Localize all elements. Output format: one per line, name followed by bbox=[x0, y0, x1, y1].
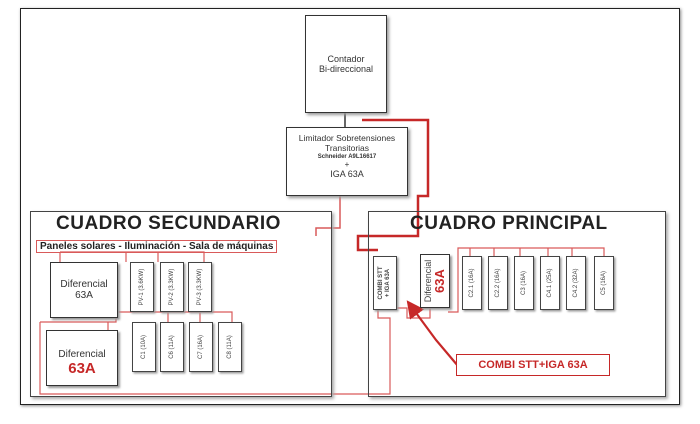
breaker-c4-1: C4.1 (25A) bbox=[540, 256, 560, 310]
breaker-c4-2: C4.2 (32A) bbox=[566, 256, 586, 310]
limiter-label-iga: IGA 63A bbox=[330, 169, 364, 179]
breaker-c4-2-label: C4.2 (32A) bbox=[573, 268, 579, 298]
breaker-pv-3: PV-3 (3.3KW) bbox=[188, 262, 212, 312]
breaker-c2-1: C2.1 (16A) bbox=[462, 256, 482, 310]
breaker-pv-1-label: PV-1 (3.6KW) bbox=[139, 268, 145, 306]
secondary-differential-1: Diferencial 63A bbox=[50, 262, 118, 318]
surge-limiter: Limitador Sobretensiones Transitorias Sc… bbox=[286, 127, 408, 196]
secondary-differential-1-label: Diferencial bbox=[60, 279, 108, 290]
bidirectional-meter: Contador Bi-direccional bbox=[305, 15, 387, 113]
breaker-c2-2-label: C2.2 (16A) bbox=[495, 268, 501, 298]
secondary-title: CUADRO SECUNDARIO bbox=[56, 213, 281, 234]
meter-label-2: Bi-direccional bbox=[318, 64, 374, 74]
breaker-c5: C5 (16A) bbox=[594, 256, 614, 310]
limiter-label-1: Limitador Sobretensiones bbox=[298, 133, 396, 143]
secondary-differential-2: Diferencial 63A bbox=[46, 330, 118, 386]
breaker-c3: C3 (16A) bbox=[514, 256, 534, 310]
breaker-c2-1-label: C2.1 (16A) bbox=[469, 268, 475, 298]
breaker-c1: C1 (10A) bbox=[132, 322, 156, 372]
breaker-pv-2: PV-2 (3.3KW) bbox=[160, 262, 184, 312]
main-panel bbox=[368, 211, 666, 397]
secondary-panel bbox=[30, 211, 332, 397]
limiter-plus: + bbox=[344, 160, 350, 169]
combi-stt-module: COMBI STT + IGA 63A bbox=[373, 256, 397, 310]
breaker-c7: C7 (16A) bbox=[189, 322, 213, 372]
meter-label-1: Contador bbox=[327, 54, 365, 64]
breaker-pv-3-label: PV-3 (3.3KW) bbox=[197, 268, 203, 306]
secondary-differential-1-amp: 63A bbox=[75, 290, 93, 301]
breaker-c2-2: C2.2 (16A) bbox=[488, 256, 508, 310]
combi-label-2: + IGA 63A bbox=[385, 268, 391, 298]
breaker-c4-1-label: C4.1 (25A) bbox=[547, 268, 553, 298]
breaker-c8-label: C8 (11A) bbox=[227, 335, 233, 359]
limiter-model: Schneider A9L16617 bbox=[317, 154, 377, 160]
breaker-c8: C8 (11A) bbox=[218, 322, 242, 372]
combi-label-1: COMBI STT bbox=[378, 266, 384, 300]
breaker-c6-label: C6 (11A) bbox=[169, 335, 175, 359]
breaker-pv-2-label: PV-2 (3.3KW) bbox=[169, 268, 175, 306]
main-differential-amp: 63A bbox=[432, 269, 447, 293]
breaker-c7-label: C7 (16A) bbox=[198, 334, 204, 360]
main-differential: Diferencial 63A bbox=[420, 254, 450, 308]
secondary-differential-2-amp: 63A bbox=[68, 360, 96, 377]
limiter-label-2: Transitorias bbox=[324, 143, 370, 153]
breaker-c3-label: C3 (16A) bbox=[521, 270, 527, 296]
main-title: CUADRO PRINCIPAL bbox=[410, 213, 608, 234]
breaker-pv-1: PV-1 (3.6KW) bbox=[130, 262, 154, 312]
combi-callout: COMBI STT+IGA 63A bbox=[456, 354, 610, 376]
secondary-subtitle: Paneles solares - Iluminación - Sala de … bbox=[36, 240, 278, 253]
secondary-differential-2-label: Diferencial bbox=[58, 349, 106, 360]
breaker-c6: C6 (11A) bbox=[160, 322, 184, 372]
breaker-c1-label: C1 (10A) bbox=[141, 334, 147, 360]
breaker-c5-label: C5 (16A) bbox=[601, 270, 607, 296]
